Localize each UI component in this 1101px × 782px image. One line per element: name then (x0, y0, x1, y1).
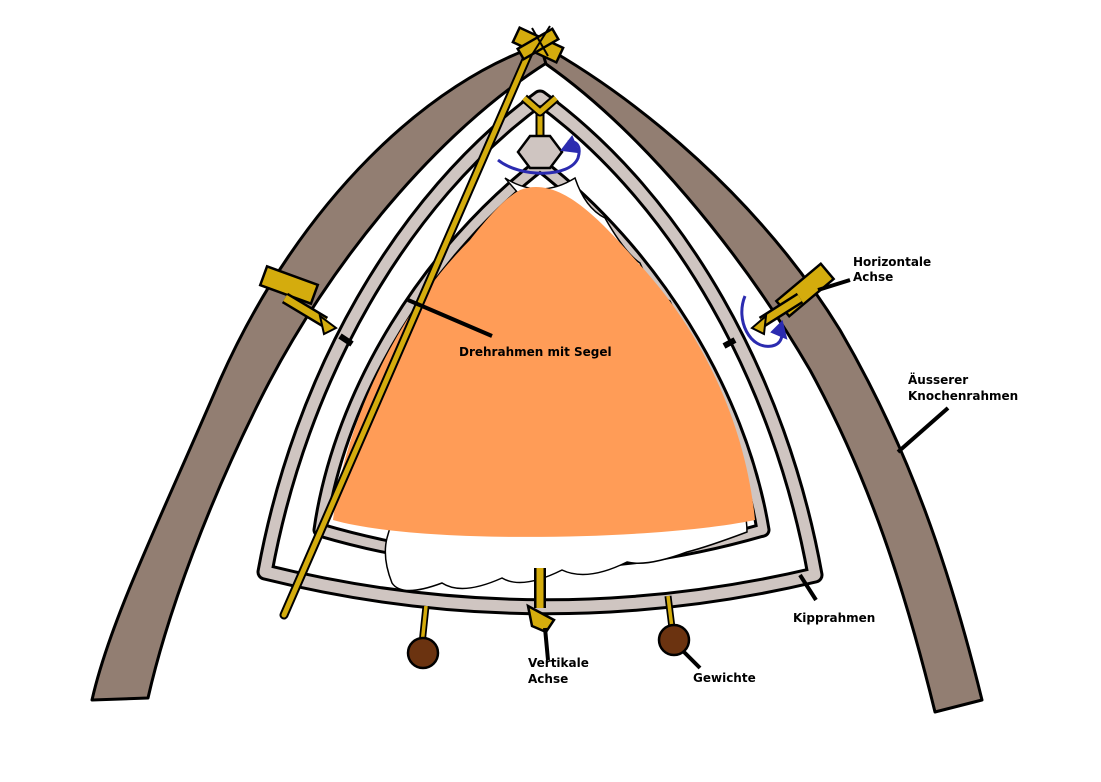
leader-tilt-frame (798, 573, 818, 602)
top-rotation-arrow-icon (497, 134, 581, 175)
top-joint (521, 94, 559, 135)
outer-bone-frame-right (538, 42, 984, 714)
weight-right (657, 595, 691, 657)
label-vertical-axis: Vertikale Achse (528, 656, 593, 686)
leader-weights (682, 650, 702, 670)
label-weights: Gewichte (693, 671, 756, 685)
label-horizontal-axis: Horizontale Achse (853, 255, 935, 284)
leader-horizontal-axis (817, 278, 851, 292)
outer-bone-frame-left (90, 42, 550, 702)
weight-left (406, 605, 440, 670)
label-tilt-frame: Kipprahmen (793, 611, 875, 625)
label-rotating-frame: Drehrahmen mit Segel (459, 345, 612, 359)
right-rotation-arrow-icon (740, 295, 788, 348)
sail (333, 187, 755, 537)
leader-rotating-frame (407, 298, 493, 338)
left-lashing (258, 264, 354, 347)
label-outer-frame: Äusserer Knochenrahmen (908, 372, 1018, 403)
top-lashing (511, 25, 565, 65)
pivot-hub (516, 134, 564, 170)
leader-outer-frame (896, 406, 950, 454)
leader-vertical-axis (543, 627, 550, 661)
right-lashing (722, 261, 836, 349)
